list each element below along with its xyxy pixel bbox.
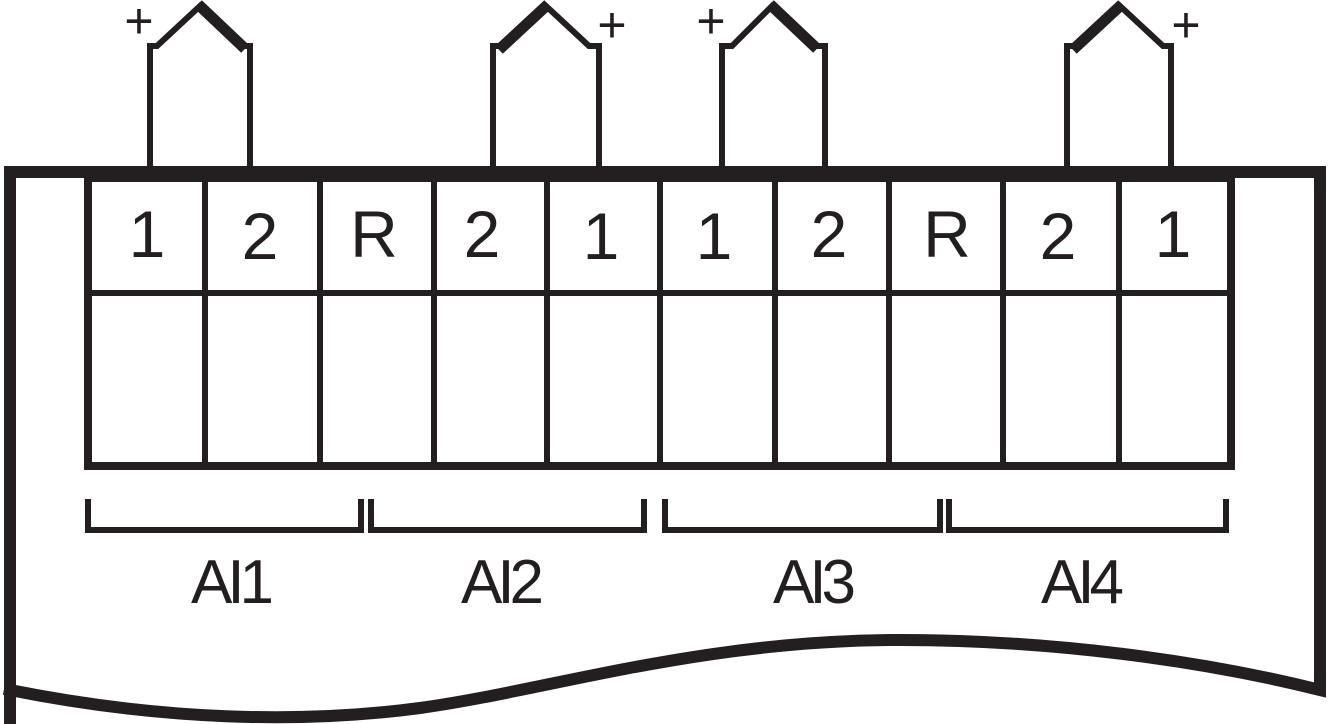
plus-sign: + (696, 0, 725, 49)
sensor-ai4: + (1064, 0, 1201, 179)
group-bracket (85, 499, 364, 533)
group-label: AI4 (1041, 548, 1123, 617)
terminal-label: 2 (811, 197, 848, 271)
connection-points (146, 172, 1175, 180)
group-bracket (662, 499, 943, 533)
group-brackets (85, 499, 1229, 533)
thermocouple-icon (490, 1, 602, 179)
terminal-label: 2 (242, 199, 279, 273)
terminal-label: 1 (583, 199, 620, 273)
housing-outline (2, 166, 1326, 724)
sensor-ai1: + (124, 0, 253, 179)
terminal-label: 2 (1040, 199, 1077, 273)
terminal-label: 1 (696, 199, 733, 273)
group-labels: AI1 AI2 AI3 AI4 (191, 548, 1128, 617)
terminal-labels: 1 2 R 2 1 1 2 R 2 1 (129, 197, 1192, 273)
thermocouple-icon (719, 1, 828, 179)
thermocouple-icon (147, 1, 253, 179)
terminal-label: 1 (129, 197, 166, 271)
terminal-label: R (923, 197, 971, 271)
group-bracket (946, 499, 1229, 533)
plus-sign: + (597, 0, 626, 53)
plus-sign: + (124, 0, 153, 49)
group-label: AI3 (773, 548, 854, 617)
thermocouple-icon (1064, 1, 1174, 179)
group-label: AI1 (191, 548, 272, 617)
sensor-ai3: + (696, 0, 828, 179)
terminal-label: 1 (1155, 197, 1192, 271)
sensor-ai2: + (490, 0, 627, 179)
group-bracket (368, 499, 647, 533)
group-label: AI2 (461, 548, 542, 617)
terminal-separators (202, 175, 1122, 469)
terminal-label: 2 (464, 197, 501, 271)
terminal-label: R (350, 197, 398, 271)
plus-sign: + (1171, 0, 1200, 53)
